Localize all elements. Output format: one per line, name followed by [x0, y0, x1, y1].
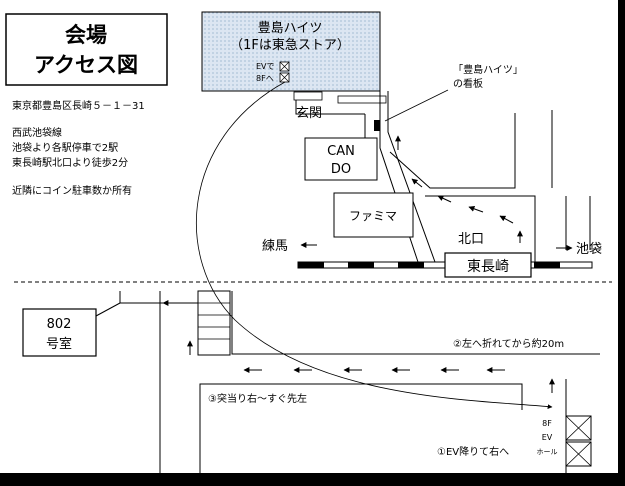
directions-line2: 池袋より各駅停車で2駅: [12, 141, 118, 154]
shop-familymart: ファミマ: [333, 192, 414, 238]
sign-leader-line: [384, 89, 449, 122]
title-line2: アクセス図: [34, 53, 138, 77]
familymart-label: ファミマ: [349, 209, 397, 223]
title-box: 会場 アクセス図: [5, 13, 168, 86]
shop-cando: CAN DO: [304, 137, 378, 181]
directions-line1: 西武池袋線: [12, 126, 62, 139]
building-name-line2: （1Fは東急ストア）: [230, 37, 350, 53]
cando-line1: CAN: [327, 144, 355, 159]
station-name: 東長崎: [467, 259, 509, 275]
directions-line3: 東長崎駅北口より徒歩2分: [12, 156, 128, 169]
direction-ikebukuro-label: 池袋: [576, 242, 602, 257]
directions-line4: 近隣にコイン駐車数か所有: [12, 184, 132, 197]
room-line2: 号室: [46, 336, 72, 352]
ev-hall-line1: 8F: [542, 419, 552, 428]
ev-hall-line3: ホール: [537, 448, 558, 456]
staircase: [197, 290, 231, 356]
ev-hall: 8F EV ホール: [537, 415, 592, 467]
ev-connector-line: [195, 81, 553, 409]
sign-board: [374, 120, 380, 131]
step3-label: ③突当り右～すぐ先左: [208, 392, 307, 405]
sign-label-line2: の看板: [453, 77, 483, 90]
address-text: 東京都豊島区長崎５－１－31: [12, 99, 145, 112]
room-line1: 802: [47, 317, 72, 332]
direction-nerima-label: 練馬: [262, 239, 288, 254]
route-arrows-floor: [162, 300, 555, 393]
station-higashi-nagasaki: 東長崎: [444, 252, 532, 278]
building-toshima-heights: 豊島ハイツ （1Fは東急ストア） EVで 8Fへ: [201, 11, 381, 92]
cando-line2: DO: [331, 162, 351, 177]
sign-label-line1: 「豊島ハイツ」: [453, 63, 523, 76]
station-exit-label: 北口: [458, 232, 484, 247]
route-arrows-north: [395, 135, 523, 243]
entrance: 玄関: [293, 91, 387, 121]
step2-label: ②左へ折れてから約20m: [453, 337, 564, 350]
ev-hall-line2: EV: [542, 433, 553, 442]
building-ev-line1: EVで: [256, 62, 275, 71]
title-line1: 会場: [65, 23, 107, 47]
building-ev-line2: 8Fへ: [256, 74, 274, 83]
building-name-line1: 豊島ハイツ: [258, 21, 323, 36]
room-802: 802 号室: [22, 308, 97, 357]
step1-label: ①EV降りて右へ: [437, 445, 509, 458]
